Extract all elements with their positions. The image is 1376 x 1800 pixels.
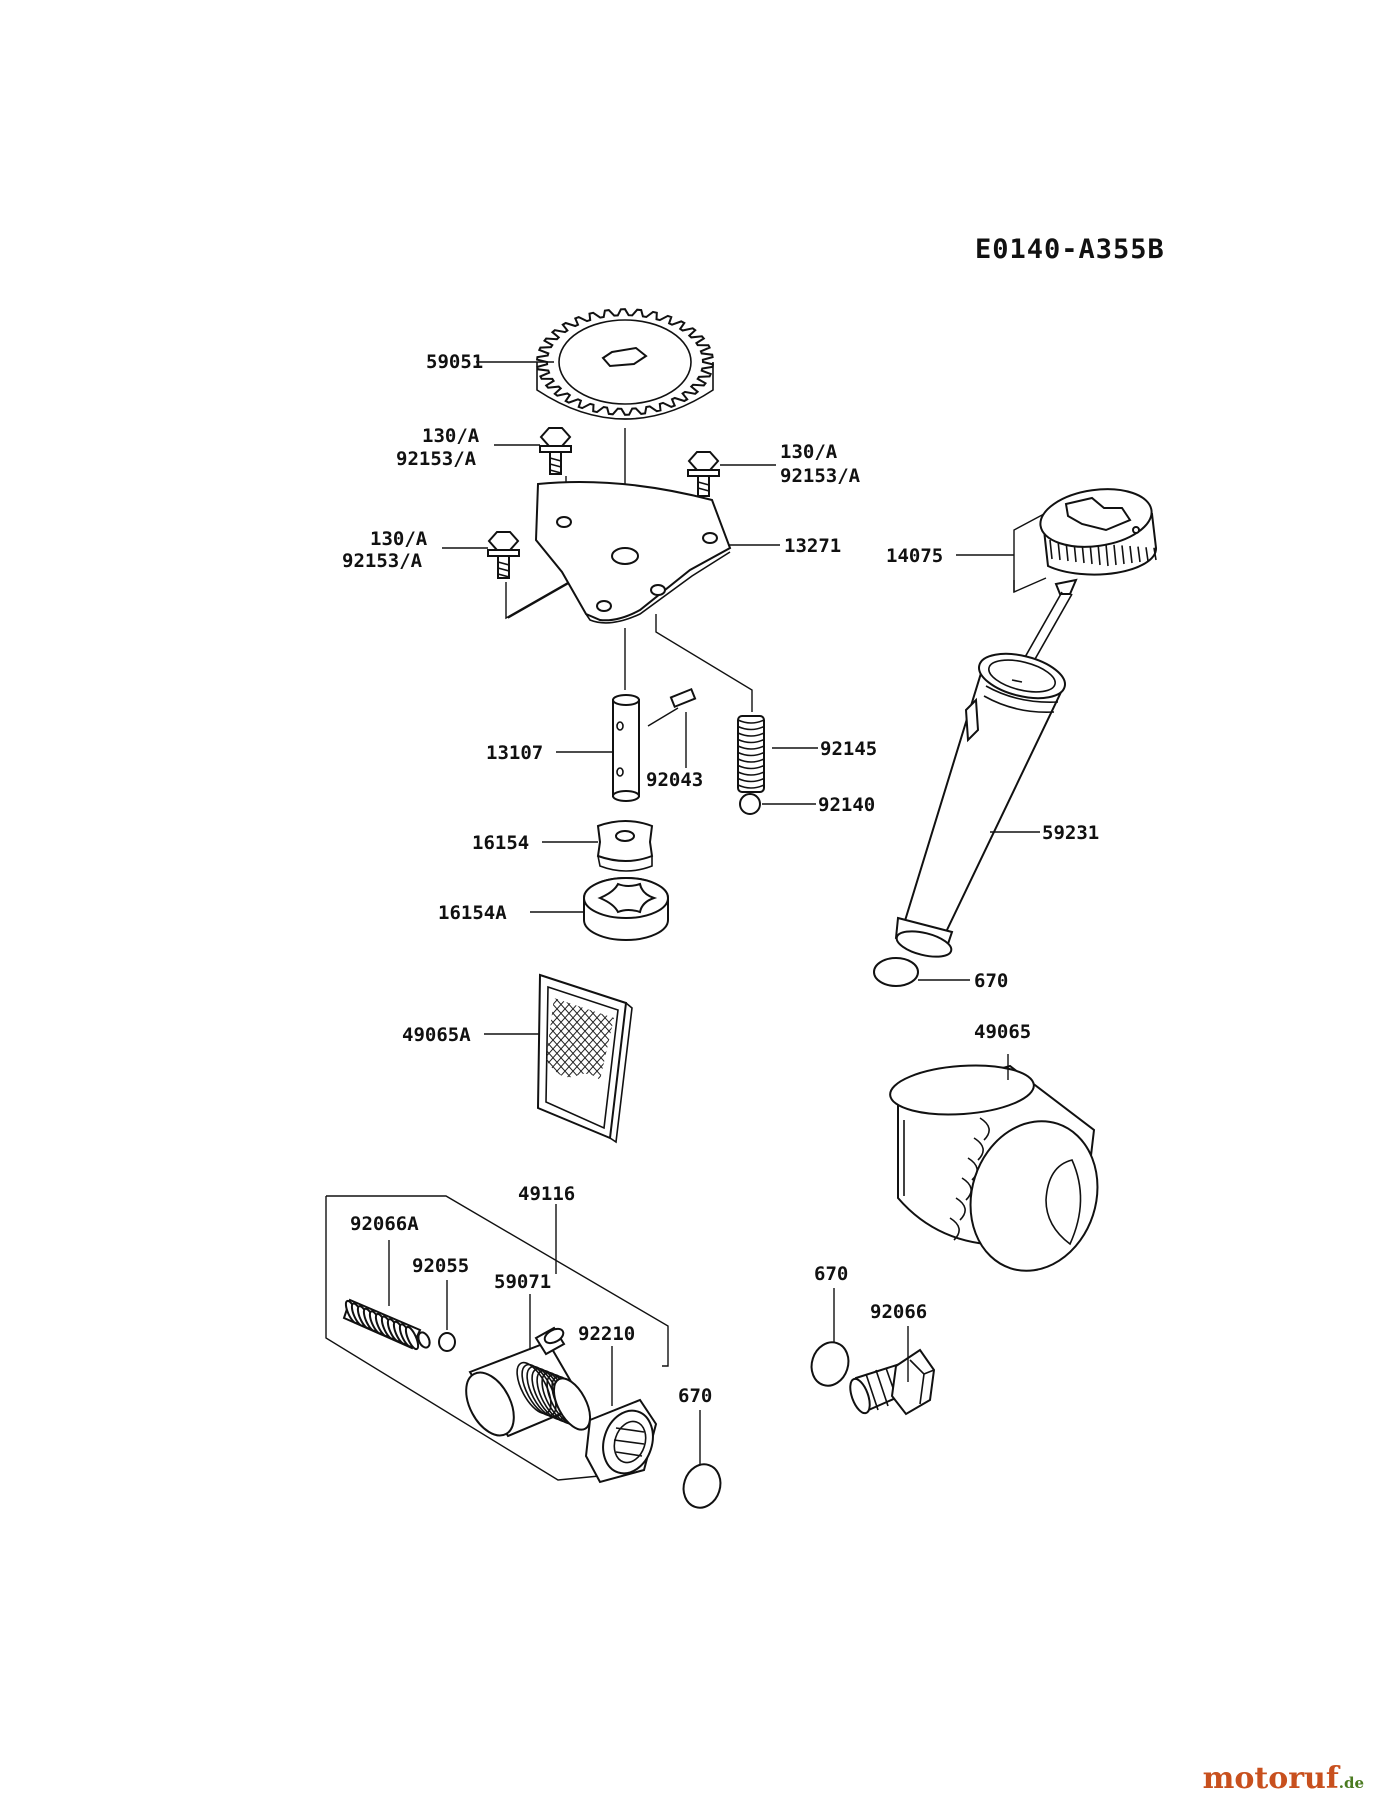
gear-part [536, 308, 714, 420]
relief-spring [737, 715, 765, 793]
axis-pin [647, 707, 679, 727]
label-inner-rotor: 16154 [472, 832, 529, 854]
label-drain-plug: 92066 [870, 1301, 927, 1323]
check-ball [739, 793, 761, 815]
label-oring-pipe: 670 [678, 1385, 712, 1407]
label-bolt-a-bottom: 92153/A [396, 448, 477, 470]
label-gear: 59051 [426, 351, 483, 373]
drain-plug [849, 1348, 936, 1416]
gear-keyed-hole [601, 346, 648, 368]
dipstick-cap [1011, 488, 1158, 683]
label-bolt-c-top: 130/A [370, 528, 428, 550]
label-fitting: 92066A [350, 1213, 419, 1235]
label-bolt-a-top: 130/A [422, 425, 480, 447]
small-oring [438, 1332, 456, 1352]
label-spring: 92145 [820, 738, 877, 760]
bolt-left-upper [539, 427, 572, 475]
oil-pipe [465, 1326, 592, 1438]
axis-bolt-left-lower [505, 565, 598, 620]
label-small-oring: 92055 [412, 1255, 469, 1277]
label-bolt-c-bottom: 92153/A [342, 550, 423, 572]
oring-plug [810, 1341, 850, 1387]
oil-filler-tube [894, 652, 1066, 958]
pump-shaft [612, 694, 640, 802]
gear-face-ring [558, 319, 692, 405]
label-bolt-b-top: 130/A [780, 441, 838, 463]
label-shaft: 13107 [486, 742, 543, 764]
oil-strainer-screen [536, 973, 633, 1144]
label-assembly: 49116 [518, 1183, 575, 1205]
diagram-code: E0140-A355B [975, 234, 1165, 265]
label-dipstick: 14075 [886, 545, 943, 567]
inner-rotor [596, 820, 654, 872]
label-outer-rotor: 16154A [438, 902, 507, 924]
dowel-pin [669, 687, 697, 709]
label-oring-plug: 670 [814, 1263, 848, 1285]
bolt-right-upper [687, 451, 720, 497]
oring-pipe [682, 1463, 722, 1509]
threaded-fitting [342, 1298, 431, 1351]
label-bolt-b-bottom: 92153/A [780, 465, 861, 487]
label-oil-filter: 49065 [974, 1021, 1031, 1043]
label-nut: 92210 [578, 1323, 635, 1345]
label-pipe: 59071 [494, 1271, 551, 1293]
bolt-left-lower [487, 531, 520, 579]
assembly-bracket-bottom [325, 1196, 621, 1481]
bracket-upper [1013, 513, 1045, 592]
watermark-main: motoruf [1202, 1761, 1339, 1796]
oil-filter-cartridge [889, 1064, 1099, 1272]
oring-tube [873, 957, 919, 987]
label-pin: 92043 [646, 769, 703, 791]
label-ball: 92140 [818, 794, 875, 816]
label-oring-tube: 670 [974, 970, 1008, 992]
pump-cover-plate [534, 481, 732, 624]
assembly-bracket-top [326, 1195, 669, 1367]
hex-nut [584, 1398, 658, 1484]
axis-plate-spring [655, 614, 753, 712]
label-strainer: 49065A [402, 1024, 471, 1046]
watermark-tld: .de [1338, 1774, 1364, 1792]
label-filler-tube: 59231 [1042, 822, 1099, 844]
watermark-logo: motoruf.de [1203, 1761, 1364, 1796]
bracket-lower [1013, 577, 1047, 594]
label-plate: 13271 [784, 535, 841, 557]
axis-bolt-left-lower-b [507, 577, 579, 619]
outer-rotor [583, 877, 669, 941]
